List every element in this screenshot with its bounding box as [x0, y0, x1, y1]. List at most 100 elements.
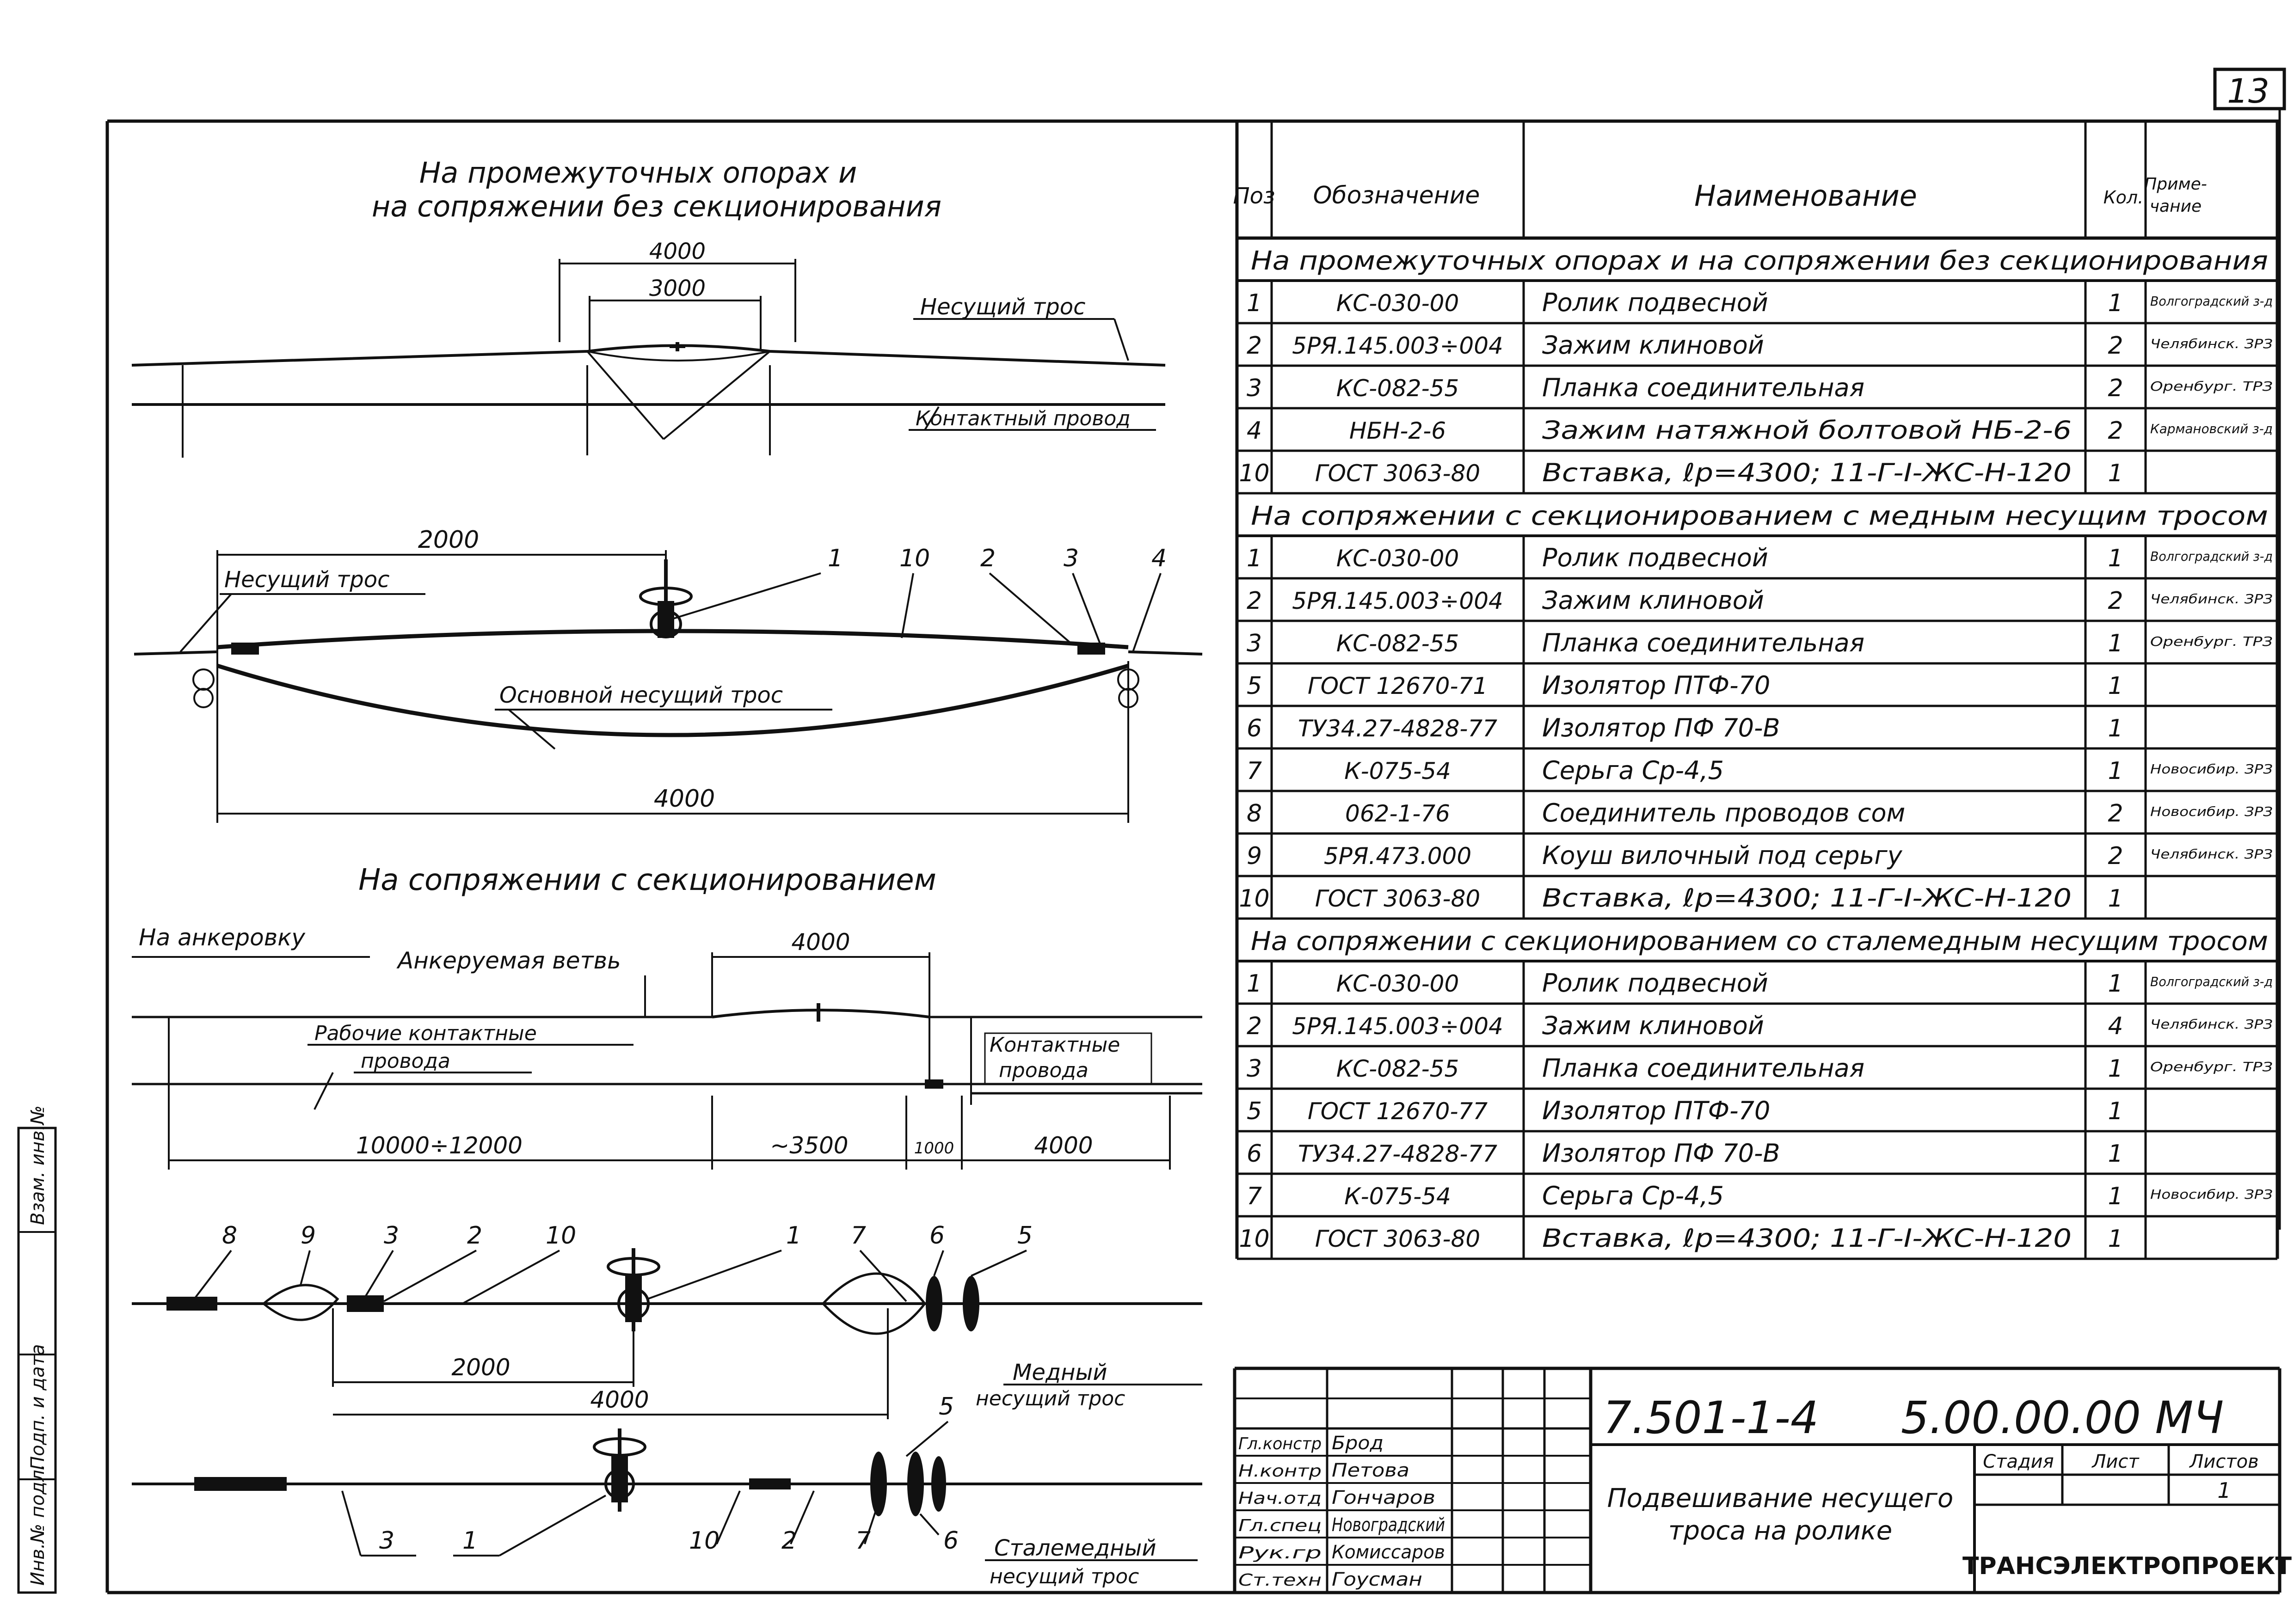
spec-cell-qty: 1	[2108, 1055, 2123, 1083]
view-2-callout-2: 2	[980, 545, 996, 572]
spec-cell-pos: 9	[1247, 842, 1262, 870]
view-2-label-main-cable: Основной несущий трос	[499, 682, 783, 708]
margin-inv-replace: Взам. инв.№	[27, 1105, 49, 1225]
spec-cell-note: Оренбург. ТРЗ	[2150, 634, 2273, 649]
spec-cell-designation: 5РЯ.145.003÷004	[1292, 1013, 1503, 1040]
spec-cell-pos: 7	[1247, 1183, 1262, 1210]
spec-cell-designation: КС-082-55	[1336, 1055, 1459, 1082]
spec-cell-qty: 1	[2108, 545, 2123, 572]
view-1-title-line1: На промежуточных опорах и	[419, 156, 857, 190]
organization: ТРАНСЭЛЕКТРОПРОЕКТ	[1962, 1552, 2292, 1580]
view-3-label-contact-l2: провода	[999, 1059, 1089, 1082]
spec-cell-name: Серьга Ср-4,5	[1542, 756, 1724, 785]
spec-cell-note: Оренбург. ТРЗ	[2150, 1059, 2273, 1074]
spec-cell-designation: К-075-54	[1344, 758, 1451, 784]
view-1-label-carrying-cable: Несущий трос	[920, 294, 1085, 320]
view-3-dim-10000: 10000÷12000	[356, 1132, 523, 1159]
spec-cell-name: Вставка, ℓр=4300; 11-Г-I-ЖС-Н-120	[1542, 883, 2072, 913]
sheet-number: 13	[2227, 72, 2269, 110]
staff-name: Новоградский	[1332, 1514, 1445, 1536]
spec-cell-name: Изолятор ПТФ-70	[1542, 1096, 1770, 1125]
stage-label: Стадия	[1983, 1451, 2054, 1472]
staff-role: Гл.спец	[1238, 1516, 1322, 1535]
spec-cell-pos: 4	[1247, 417, 1262, 445]
view-3-dim-4000-bottom: 4000	[1034, 1132, 1093, 1159]
view-3-label-working-l1: Рабочие контактные	[314, 1022, 537, 1045]
spec-table: Поз Обозначение Наименование Кол. Приме-…	[1233, 119, 2279, 1260]
spec-header-note-l2: чание	[2150, 197, 2202, 216]
spec-cell-qty: 1	[2108, 1140, 2123, 1168]
staff-name: Гоусман	[1332, 1569, 1422, 1590]
staff-role: Н.контр	[1238, 1462, 1322, 1481]
view-2-callout-1: 1	[828, 545, 843, 572]
spec-cell-designation: К-075-54	[1344, 1183, 1451, 1210]
view-5-label-steelcopper-l2: несущий трос	[990, 1565, 1139, 1588]
view-4-callout-10: 10	[546, 1222, 576, 1250]
spec-cell-designation: КС-082-55	[1336, 375, 1459, 402]
view-3-label-contact-l1: Контактные	[990, 1033, 1120, 1057]
view-1-dim-4000: 4000	[649, 239, 706, 264]
spec-cell-note: Челябинск. ЗРЗ	[2150, 336, 2273, 351]
view-4-callout-6: 6	[929, 1222, 945, 1250]
view-3-dim-1000: 1000	[914, 1139, 954, 1158]
spec-cell-qty: 1	[2108, 630, 2123, 657]
spec-cell-designation: ГОСТ 3063-80	[1315, 460, 1480, 487]
view-4-callout-8: 8	[222, 1222, 237, 1250]
spec-cell-qty: 1	[2108, 1183, 2123, 1210]
spec-cell-qty: 1	[2108, 885, 2123, 913]
spec-cell-pos: 10	[1239, 460, 1269, 487]
view-2-dim-4000: 4000	[654, 785, 715, 813]
spec-cell-pos: 2	[1247, 332, 1262, 360]
view-4-callout-1: 1	[786, 1222, 801, 1250]
staff-name: Комиссаров	[1332, 1542, 1445, 1563]
spec-cell-note: Новосибир. ЗРЗ	[2150, 761, 2273, 777]
spec-cell-designation: НБН-2-6	[1349, 417, 1446, 444]
spec-cell-pos: 8	[1247, 800, 1262, 827]
spec-cell-note: Волгоградский з-д	[2150, 549, 2273, 564]
margin-sign-date: Подп. и дата	[27, 1344, 49, 1470]
view-1-dim-3000: 3000	[649, 276, 706, 301]
spec-cell-pos: 5	[1247, 672, 1262, 700]
spec-cell-qty: 1	[2108, 970, 2123, 998]
spec-cell-designation: ТУ34.27-4828-77	[1298, 1140, 1497, 1167]
spec-cell-name: Ролик подвесной	[1542, 968, 1768, 998]
spec-cell-qty: 2	[2108, 800, 2123, 827]
spec-cell-pos: 5	[1247, 1097, 1262, 1125]
title-block: 7.501-1-4 5.00.00.00 МЧ Подвешивание нес…	[1233, 1367, 2292, 1593]
spec-cell-note: Новосибир. ЗРЗ	[2150, 1187, 2273, 1202]
margin-inv-orig: Инв.№ подл.	[27, 1464, 49, 1586]
spec-cell-pos: 10	[1239, 885, 1269, 913]
spec-cell-pos: 1	[1247, 970, 1262, 998]
spec-cell-pos: 6	[1247, 1140, 1262, 1168]
view-3-dim-4000-top: 4000	[791, 929, 850, 956]
left-margin-strip: Взам. инв.№ Подп. и дата Инв.№ подл.	[17, 1105, 57, 1594]
spec-cell-note: Челябинск. ЗРЗ	[2150, 1017, 2273, 1032]
spec-section-title: На промежуточных опорах и на сопряжении …	[1251, 246, 2268, 276]
spec-cell-name: Планка соединительная	[1542, 1054, 1864, 1083]
spec-cell-designation: КС-030-00	[1336, 290, 1459, 317]
view-2-copper-sectioned: 2000 4000 Несущий трос Основной несущий …	[134, 526, 1203, 823]
spec-cell-note: Кармановский з-д	[2150, 421, 2273, 436]
view-3-label-anchored-branch: Анкеруемая ветвь	[396, 947, 621, 974]
spec-cell-name: Изолятор ПТФ-70	[1542, 671, 1770, 700]
spec-cell-name: Планка соединительная	[1542, 373, 1864, 402]
spec-cell-designation: 5РЯ.145.003÷004	[1292, 588, 1503, 614]
spec-cell-pos: 6	[1247, 715, 1262, 742]
staff-role: Гл.констр	[1238, 1434, 1322, 1453]
spec-cell-pos: 1	[1247, 545, 1262, 572]
view-4-label-copper-l1: Медный	[1013, 1360, 1107, 1385]
view-4-dim-4000: 4000	[590, 1386, 649, 1413]
spec-header-pos: Поз	[1233, 183, 1275, 209]
view-4-callout-9: 9	[301, 1222, 316, 1250]
spec-cell-qty: 2	[2108, 417, 2123, 445]
spec-header-qty: Кол.	[2103, 187, 2144, 208]
view-1-label-contact-wire: Контактный провод	[916, 407, 1131, 430]
spec-cell-designation: ГОСТ 12670-71	[1308, 673, 1488, 699]
spec-cell-designation: ГОСТ 3063-80	[1315, 885, 1480, 912]
view-2-callout-3: 3	[1064, 545, 1079, 572]
spec-cell-qty: 1	[2108, 1225, 2123, 1253]
spec-cell-designation: 062-1-76	[1345, 800, 1450, 827]
spec-header-name: Наименование	[1694, 179, 1917, 213]
